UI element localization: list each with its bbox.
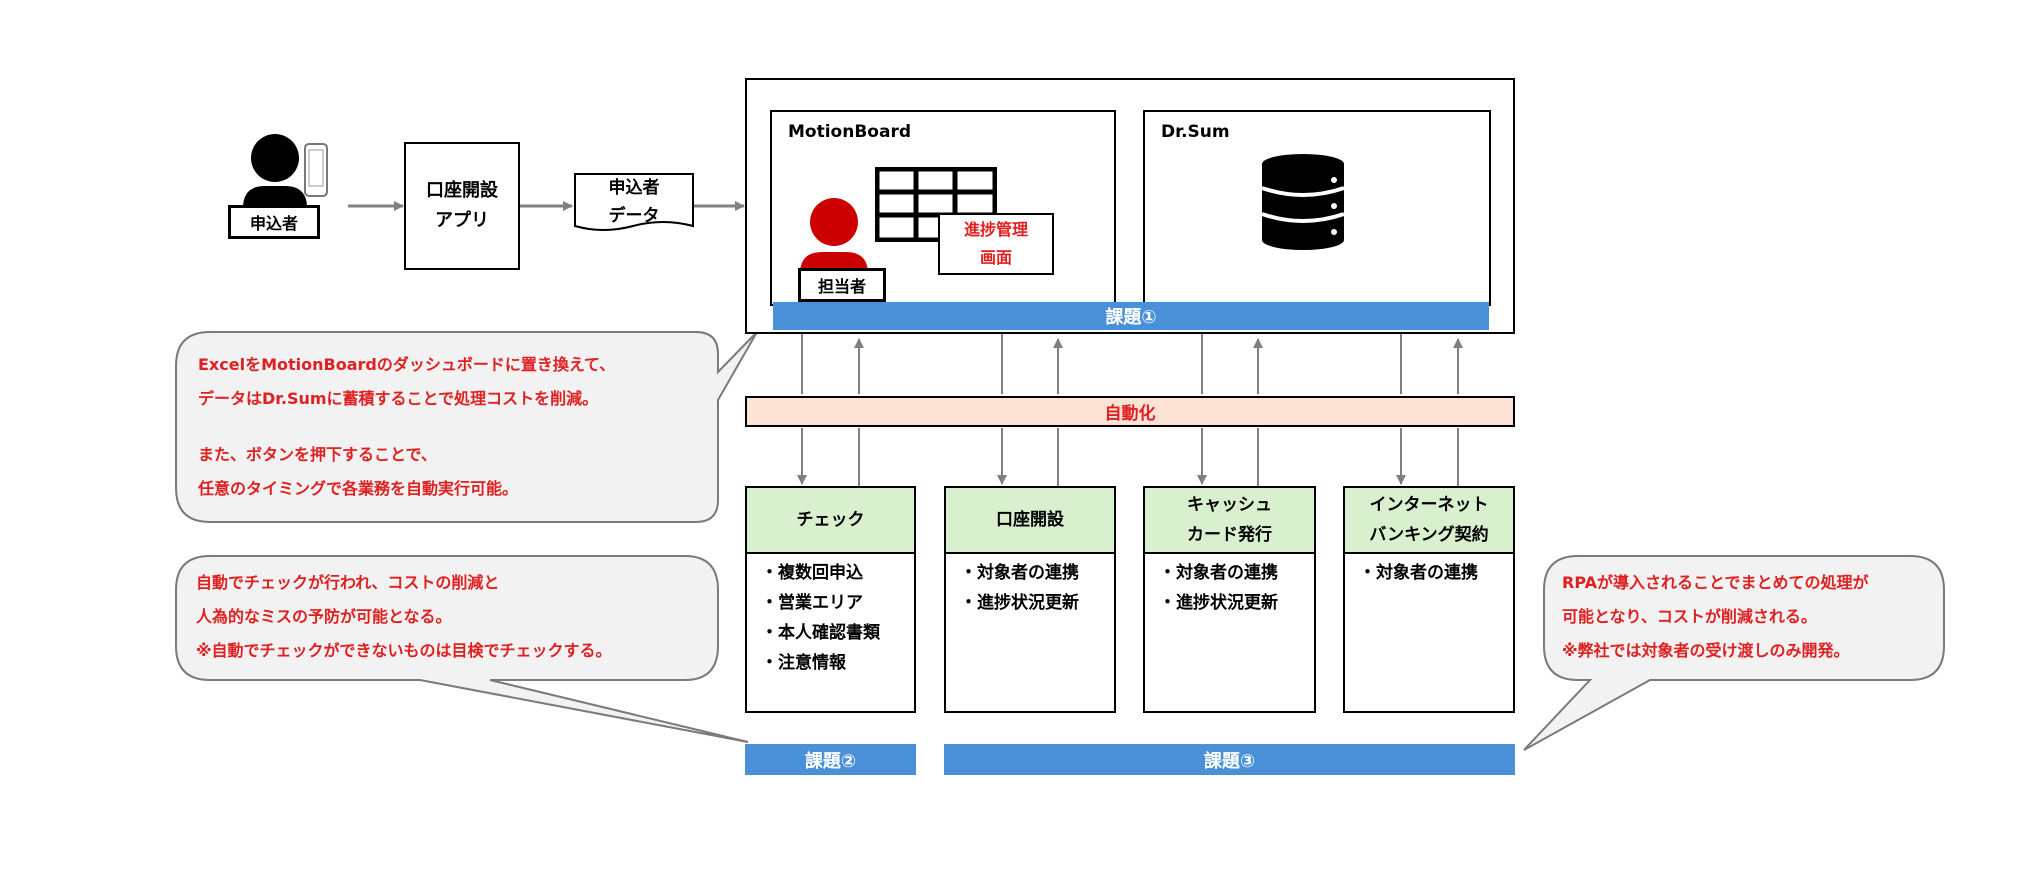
doc-line1: 申込者 [608, 178, 660, 198]
list-item: ・営業エリア [761, 593, 863, 613]
task-check-header: チェック [747, 488, 914, 554]
applicant-group: 申込者 [225, 130, 345, 245]
staff-label: 担当者 [798, 268, 886, 302]
task-account-opening-header: 口座開設 [946, 488, 1114, 554]
list-item: ・対象者の連携 [1159, 563, 1278, 583]
app-box-line2: アプリ [435, 210, 489, 231]
automation-bar: 自動化 [745, 396, 1515, 427]
applicant-label: 申込者 [228, 205, 320, 239]
issue3-bar: 課題③ [944, 744, 1515, 775]
motionboard-box: MotionBoard 進捗管理 画面 担当者 [770, 110, 1116, 306]
issue1-bar: 課題① [773, 302, 1489, 330]
progress-screen-label: 進捗管理 画面 [938, 213, 1054, 275]
motionboard-title: MotionBoard [788, 122, 911, 142]
list-item: ・対象者の連携 [1359, 563, 1478, 583]
task-internet-banking-box: インターネット バンキング契約 ・対象者の連携 [1343, 486, 1515, 713]
list-item: ・進捗状況更新 [960, 593, 1079, 613]
task-cash-card-header: キャッシュ カード発行 [1145, 488, 1314, 554]
task-cash-card-box: キャッシュ カード発行 ・対象者の連携 ・進捗状況更新 [1143, 486, 1316, 713]
list-item: ・対象者の連携 [960, 563, 1079, 583]
task-check-box: チェック ・複数回申込 ・営業エリア ・本人確認書類 ・注意情報 [745, 486, 916, 713]
database-icon [1261, 154, 1345, 250]
document-shape [574, 173, 694, 231]
doc-line2: データ [608, 206, 660, 226]
list-item: ・進捗状況更新 [1159, 593, 1278, 613]
drsum-title: Dr.Sum [1161, 122, 1230, 142]
screen-line1: 進捗管理 [963, 220, 1028, 239]
bubble-2-text: 自動でチェックが行われ、コストの削減と 人為的なミスの予防が可能となる。 ※自動… [196, 573, 612, 660]
drsum-box: Dr.Sum [1143, 110, 1491, 306]
bubble-3-text: RPAが導入されることでまとめての処理が 可能となり、コストが削減される。 ※弊… [1562, 573, 1869, 660]
task-internet-banking-header: インターネット バンキング契約 [1345, 488, 1513, 554]
task-account-opening-box: 口座開設 ・対象者の連携 ・進捗状況更新 [944, 486, 1116, 713]
table-grid-icon [875, 167, 997, 242]
bubble-1-text: ExcelをMotionBoardのダッシュボードに置き換えて、 データはDr.… [198, 355, 616, 498]
smartphone-icon [304, 143, 328, 197]
applicant-data-doc: 申込者 データ [573, 172, 695, 238]
list-item: ・注意情報 [761, 653, 846, 673]
app-box-line1: 口座開設 [426, 180, 498, 201]
list-item: ・複数回申込 [761, 563, 863, 583]
list-item: ・本人確認書類 [761, 623, 880, 643]
issue2-bar: 課題② [745, 744, 916, 775]
app-box: 口座開設 アプリ [404, 142, 520, 270]
screen-line2: 画面 [979, 248, 1012, 267]
